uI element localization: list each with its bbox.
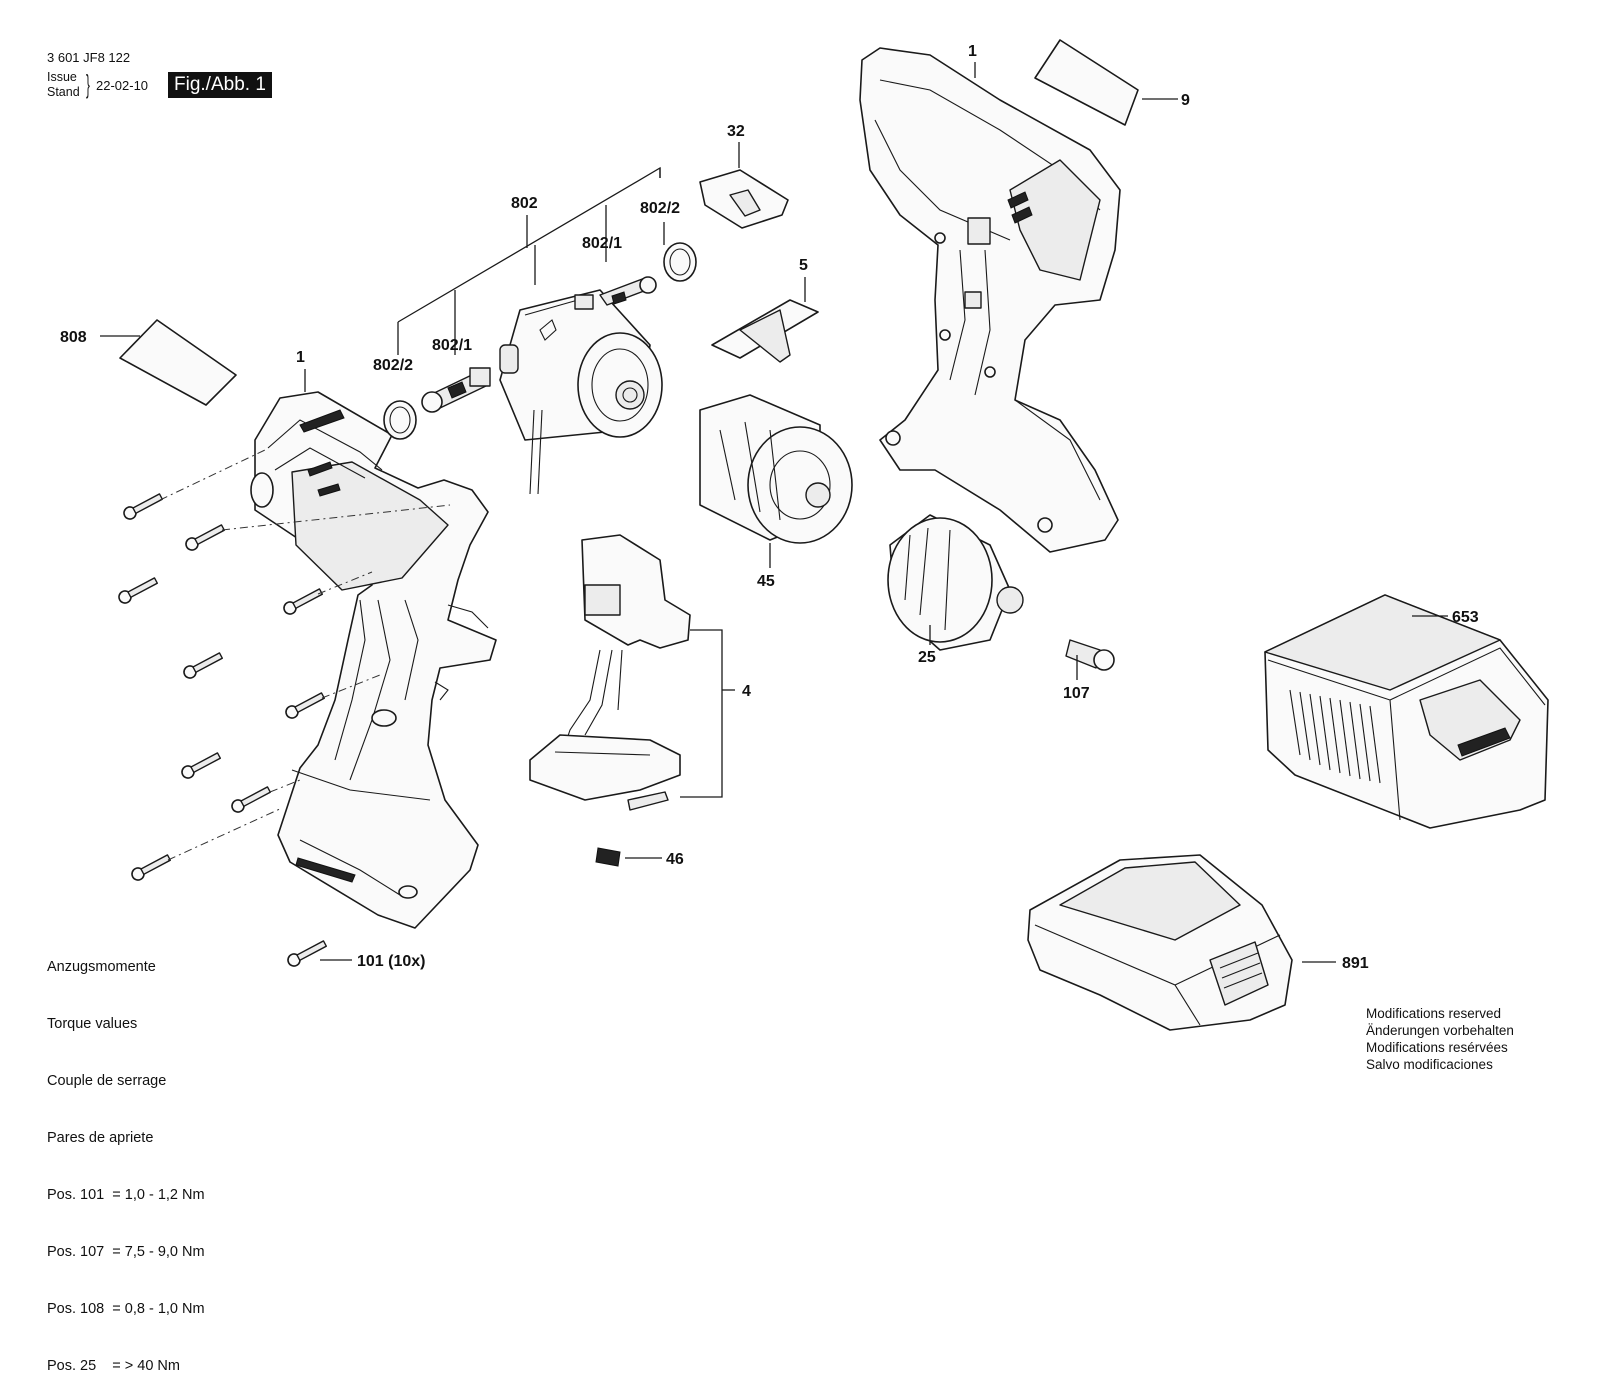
modifications-notice: Modifications reserved Änderungen vorbeh… bbox=[1366, 1005, 1514, 1073]
torque-line: Pos. 25 = > 40 Nm bbox=[47, 1358, 180, 1374]
switch-cover-32 bbox=[699, 142, 789, 229]
callout-25: 25 bbox=[918, 649, 936, 666]
callout-802-1-lower: 802/1 bbox=[432, 337, 472, 354]
callout-653: 653 bbox=[1452, 609, 1479, 626]
callout-802-1-upper: 802/1 bbox=[582, 235, 622, 252]
callout-101: 101 (10x) bbox=[357, 953, 426, 970]
modifications-line: Änderungen vorbehalten bbox=[1366, 1023, 1514, 1038]
callout-9: 9 bbox=[1181, 92, 1190, 109]
callout-46: 46 bbox=[666, 851, 684, 868]
charger-vents bbox=[1289, 689, 1381, 784]
label-9 bbox=[1034, 39, 1178, 126]
modifications-line: Modifications resérvées bbox=[1366, 1040, 1508, 1055]
motor-callout-bracket bbox=[397, 166, 665, 355]
callout-1-right: 1 bbox=[968, 43, 977, 60]
battery-891 bbox=[1027, 854, 1336, 1031]
charger-653 bbox=[1264, 594, 1549, 829]
stand-label: Stand bbox=[47, 85, 80, 99]
torque-line: Pares de apriete bbox=[47, 1130, 154, 1146]
callout-labels: 1 1 4 5 9 25 32 45 46 101 (10x) 107 653 … bbox=[60, 43, 1479, 972]
callout-891: 891 bbox=[1342, 955, 1369, 972]
torque-line: Pos. 101 = 1,0 - 1,2 Nm bbox=[47, 1187, 205, 1203]
torque-line: Pos. 108 = 0,8 - 1,0 Nm bbox=[47, 1301, 205, 1317]
callout-45: 45 bbox=[757, 573, 775, 590]
brace-glyph: } bbox=[86, 69, 90, 99]
modifications-line: Modifications reserved bbox=[1366, 1006, 1502, 1021]
ring-802-2-right bbox=[663, 242, 697, 282]
switch-module-4 bbox=[529, 534, 735, 811]
brush-802-1-left bbox=[421, 367, 491, 413]
spring-46 bbox=[595, 847, 662, 867]
brush-802-1-right bbox=[599, 276, 657, 306]
callout-107: 107 bbox=[1063, 685, 1090, 702]
gearbox-45 bbox=[699, 394, 853, 568]
torque-line: Torque values bbox=[47, 1016, 138, 1032]
callout-1-left: 1 bbox=[296, 349, 305, 366]
callout-32: 32 bbox=[727, 123, 745, 140]
slide-switch-5 bbox=[711, 277, 819, 363]
label-808 bbox=[100, 319, 237, 406]
exploded-view-drawing: 1 1 4 5 9 25 32 45 46 101 (10x) 107 653 … bbox=[60, 39, 1549, 1031]
modifications-line: Salvo modificaciones bbox=[1366, 1057, 1493, 1072]
callout-802: 802 bbox=[511, 195, 538, 212]
callout-4: 4 bbox=[742, 683, 751, 700]
screw-107 bbox=[1065, 639, 1115, 680]
ring-802-2-left bbox=[383, 400, 417, 440]
torque-values: Anzugsmomente Torque values Couple de se… bbox=[47, 920, 205, 1395]
torque-line: Couple de serrage bbox=[47, 1073, 167, 1089]
figure-label: Fig./Abb. 1 bbox=[168, 72, 272, 98]
callout-5: 5 bbox=[799, 257, 808, 274]
callout-808: 808 bbox=[60, 329, 87, 346]
callout-802-2-upper: 802/2 bbox=[640, 200, 680, 217]
part-number: 3 601 JF8 122 bbox=[47, 50, 131, 65]
housing-half-right bbox=[859, 47, 1121, 553]
callout-802-2-lower: 802/2 bbox=[373, 357, 413, 374]
screws-101 bbox=[118, 449, 451, 967]
issue-label: Issue bbox=[47, 70, 77, 84]
issue-date: 22-02-10 bbox=[96, 78, 149, 93]
torque-line: Pos. 107 = 7,5 - 9,0 Nm bbox=[47, 1244, 205, 1260]
housing-half-left bbox=[250, 391, 497, 929]
motor-802 bbox=[499, 289, 663, 495]
torque-line: Anzugsmomente bbox=[47, 959, 156, 975]
chuck-25 bbox=[887, 514, 1024, 651]
